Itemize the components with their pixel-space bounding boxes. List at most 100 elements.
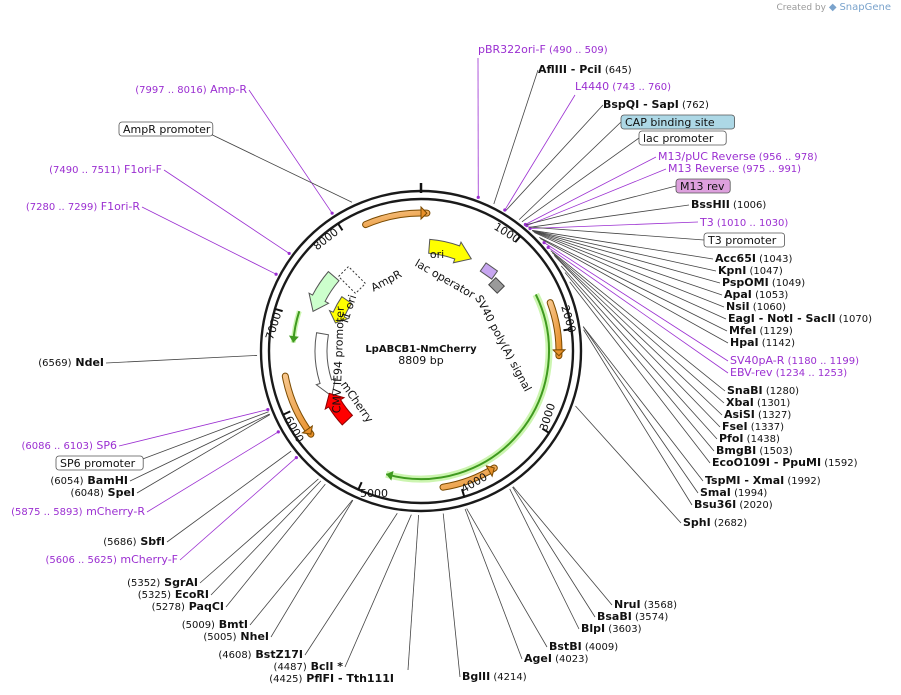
primer-site-dot [528, 226, 532, 231]
site-label[interactable]: (4487) BclI * [274, 660, 344, 673]
connector-line [533, 231, 725, 308]
connector-line [166, 450, 292, 543]
connector-line [493, 69, 539, 205]
site-label[interactable]: BmgBI (1503) [716, 444, 793, 457]
site-label[interactable]: (5875 .. 5893) mCherry-R [11, 505, 145, 518]
site-label[interactable]: KpnI (1047) [718, 264, 783, 277]
site-label[interactable]: L4440 (743 .. 760) [575, 80, 671, 93]
site-label[interactable]: T3 (1010 .. 1030) [699, 216, 788, 229]
connector-line [118, 409, 268, 447]
site-label[interactable]: (6086 .. 6103) SP6 [21, 439, 117, 452]
site-label[interactable]: Acc65I (1043) [715, 252, 792, 265]
box-labels[interactable]: CAP binding site lac promoter M13 rev T3… [55, 114, 785, 471]
box-label-lac-promoter[interactable]: lac promoter [638, 130, 727, 146]
site-label[interactable]: (7280 .. 7299) F1ori-R [26, 200, 141, 213]
site-label[interactable]: EBV-rev (1234 .. 1253) [730, 366, 847, 379]
site-label[interactable]: FseI (1337) [722, 420, 784, 433]
site-label[interactable]: BssHII (1006) [691, 198, 766, 211]
site-label[interactable]: XbaI (1301) [726, 396, 790, 409]
site-label[interactable]: (6054) BamHI [50, 474, 128, 487]
orf-arc-bottom [439, 464, 498, 491]
box-label-m13-rev[interactable]: M13 rev [675, 178, 731, 194]
connector-line [531, 229, 714, 260]
feature-sv40-polya[interactable] [488, 276, 506, 294]
snapgene-logo-icon: ◆ [828, 2, 837, 13]
feature-ampr-promoter[interactable] [337, 265, 367, 295]
site-label[interactable]: (5606 .. 5625) mCherry-F [45, 553, 178, 566]
credit-brand: SnapGene [839, 2, 891, 13]
site-label[interactable]: (7490 .. 7511) F1ori-F [49, 163, 162, 176]
site-label[interactable]: (5686) SbfI [103, 535, 165, 548]
site-label[interactable]: HpaI (1142) [730, 336, 795, 349]
site-label[interactable]: ApaI (1053) [724, 288, 788, 301]
site-label[interactable]: (5325) EcoRI [138, 588, 209, 601]
site-label[interactable]: BsaBI (3574) [597, 610, 668, 623]
site-label[interactable]: (4425) PflFI - Tth111I [269, 672, 394, 685]
site-label[interactable]: AsiSI (1327) [724, 408, 791, 421]
site-label[interactable]: AgeI (4023) [524, 652, 588, 665]
site-label[interactable]: SmaI (1994) [700, 486, 767, 499]
site-label[interactable]: BlpI (3603) [581, 622, 642, 635]
site-label[interactable]: (5278) PaqCI [152, 600, 224, 613]
site-label[interactable]: (5009) BmtI [182, 618, 248, 631]
site-label[interactable]: (6569) NdeI [38, 356, 104, 369]
box-label-cap-binding-site[interactable]: CAP binding site [620, 114, 735, 130]
feature-lac-operator[interactable] [479, 262, 499, 280]
site-label[interactable]: M13/pUC Reverse (956 .. 978) [658, 150, 818, 163]
feature-mcherry[interactable] [324, 392, 354, 426]
connector-line [518, 121, 622, 220]
connector-line [564, 272, 715, 452]
feature-label-sv40-polya: SV40 poly(A) signal [472, 293, 534, 394]
site-label[interactable]: (4608) BstZ17I [218, 648, 303, 661]
scale-ticks [274, 183, 572, 498]
orf-arc-top [362, 205, 431, 229]
connector-line [560, 265, 718, 440]
site-label[interactable]: SphI (2682) [683, 516, 747, 529]
feature-f1-ori[interactable] [328, 295, 353, 324]
tick-mark-5000 [357, 481, 363, 490]
connector-line [466, 508, 548, 648]
feature-ampr[interactable] [308, 270, 340, 313]
site-label[interactable]: PfoI (1438) [719, 432, 780, 445]
site-label[interactable]: (5005) NheI [203, 630, 269, 643]
site-label[interactable]: (6048) SpeI [71, 486, 135, 499]
box-label-sp6-promoter[interactable]: SP6 promoter [55, 455, 144, 471]
site-label[interactable]: PspOMI (1049) [722, 276, 805, 289]
primer-site-dot [276, 430, 280, 434]
site-label[interactable]: MfeI (1129) [729, 324, 793, 337]
site-label[interactable]: pBR322ori-F (490 .. 509) [478, 43, 608, 56]
feature-arrows[interactable] [308, 238, 506, 426]
site-label[interactable]: BspQI - SapI (762) [603, 98, 709, 111]
box-label-ampr-promoter[interactable]: AmpR promoter [118, 121, 214, 137]
site-label[interactable]: AflIII - PciI (645) [538, 63, 632, 76]
connector-line [199, 478, 319, 584]
tick-mark-4000 [461, 488, 466, 498]
plasmid-size: 8809 bp [398, 354, 443, 367]
site-label[interactable]: (5352) SgrAI [127, 576, 198, 589]
site-label[interactable]: SV40pA-R (1180 .. 1199) [730, 354, 859, 367]
connector-line [141, 206, 277, 275]
site-label[interactable]: NruI (3568) [614, 598, 677, 611]
tick-mark-3000 [541, 427, 550, 434]
primer-site-dot [294, 455, 298, 460]
connector-line [179, 457, 297, 561]
primer-site-dot [287, 251, 291, 256]
box-label-t3-promoter[interactable]: T3 promoter [703, 232, 785, 248]
site-label[interactable]: EcoO109I - PpuMI (1592) [712, 456, 858, 469]
site-label[interactable]: NsiI (1060) [726, 300, 786, 313]
connector-line [248, 89, 333, 214]
feature-cmv-ie94[interactable] [314, 332, 336, 398]
site-label[interactable]: BglII (4214) [462, 670, 527, 683]
feature-ori[interactable] [428, 238, 473, 264]
site-label[interactable]: EagI - NotI - SacII (1070) [728, 312, 872, 325]
connector-line [512, 486, 613, 606]
site-label[interactable]: TspMI - XmaI (1992) [705, 474, 821, 487]
site-label[interactable]: M13 Reverse (975 .. 991) [668, 162, 801, 175]
site-label[interactable]: (7997 .. 8016) Amp-R [135, 83, 247, 96]
site-label[interactable]: Bsu36I (2020) [694, 498, 773, 511]
connector-line [464, 508, 523, 660]
site-label[interactable]: SnaBI (1280) [727, 384, 799, 397]
site-label[interactable]: BstBI (4009) [549, 640, 618, 653]
site-labels[interactable]: AflIII - PciI (645) BspQI - SapI (762) B… [11, 43, 872, 685]
